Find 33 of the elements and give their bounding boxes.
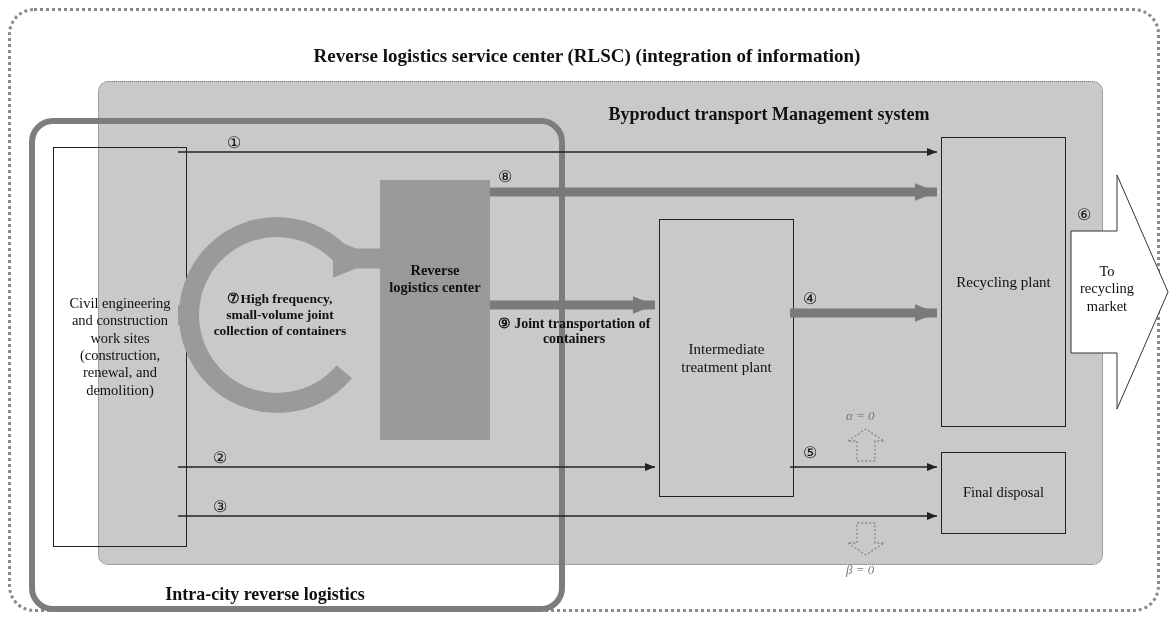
- edge-label: ⑨ Joint transportation of containers: [496, 316, 652, 347]
- box-label: Civil engineering and construction work sites (construction, renewal, and demolition): [68, 294, 172, 400]
- thick-arrow: [490, 183, 937, 201]
- process-box: [53, 147, 187, 547]
- arrow-label: To recycling market: [1079, 263, 1135, 316]
- edge-label: ①: [226, 134, 242, 152]
- box-label: Recycling plant: [956, 273, 1051, 291]
- process-box: [941, 137, 1066, 427]
- arrow-label: ⑦High frequency, small-volume joint collection of containers: [212, 290, 348, 340]
- box-label: Final disposal: [963, 484, 1044, 502]
- step-number: ⑥: [1077, 205, 1091, 225]
- edge-label: ③: [212, 498, 228, 516]
- edge-label: ②: [212, 449, 228, 467]
- panel-heading: Byproduct transport Management system: [607, 104, 931, 126]
- box-label: Reverse logistics center: [388, 262, 482, 297]
- arrow: [789, 463, 938, 471]
- edge-label: ⑤: [802, 444, 818, 462]
- thick-arrow: [490, 296, 655, 314]
- thick-arrow: [790, 304, 937, 322]
- box-label: Intermediate treatment plant: [680, 340, 773, 376]
- note-label: β = 0: [846, 563, 875, 578]
- arrow: [177, 463, 656, 471]
- arrow: [177, 148, 938, 156]
- circular-arrow: [178, 217, 381, 413]
- panel-heading: Reverse logistics service center (RLSC) (integration of information): [312, 45, 862, 68]
- panel-heading: Intra-city reverse logistics: [164, 584, 366, 606]
- process-box: [941, 452, 1066, 534]
- process-box: [659, 219, 794, 497]
- edge-label: ⑧: [497, 168, 513, 186]
- edge-label: ④: [802, 290, 818, 308]
- note-label: α = 0: [846, 409, 875, 424]
- arrow: [177, 512, 938, 520]
- center-box: [380, 180, 490, 440]
